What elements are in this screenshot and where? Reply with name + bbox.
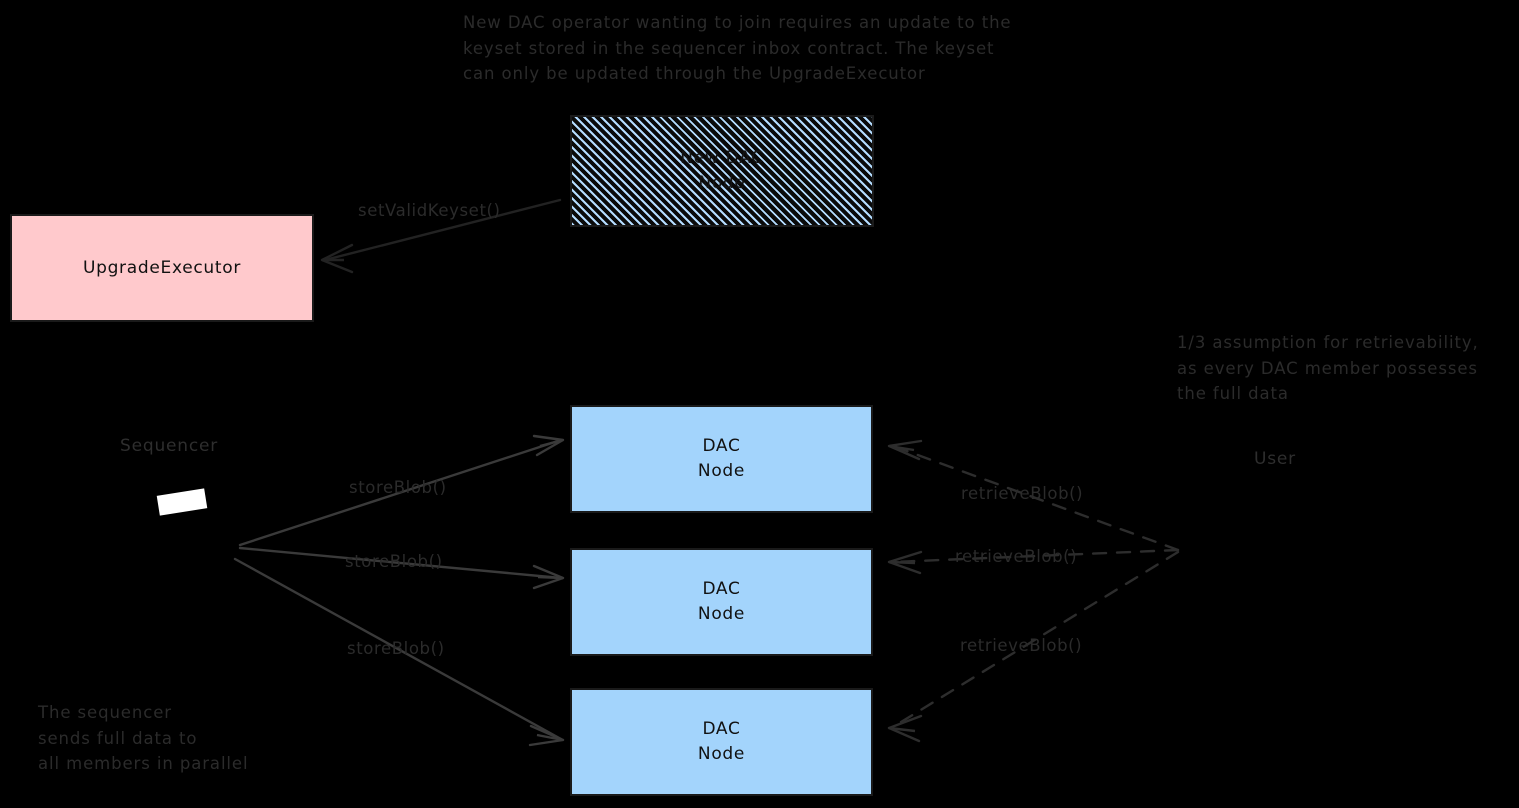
- node-new-dac-node-label: New DAC Node: [680, 148, 764, 193]
- edge-label-retrieve-blob-3: retrieveBlob(): [960, 636, 1083, 655]
- edge-label-store-blob-1: storeBlob(): [349, 478, 447, 497]
- node-dac-node-1-label: DAC Node: [697, 436, 746, 481]
- node-dac-node-1[interactable]: DAC Node: [570, 405, 873, 513]
- note-keyset-update: New DAC operator wanting to join require…: [463, 13, 1012, 83]
- note-sequencer-parallel: The sequencer sends full data to all mem…: [38, 703, 249, 773]
- node-upgrade-executor[interactable]: UpgradeExecutor: [10, 214, 314, 322]
- node-dac-node-2[interactable]: DAC Node: [570, 548, 873, 656]
- edge-label-store-blob-2: storeBlob(): [345, 552, 443, 571]
- sequencer-icon: [156, 488, 208, 516]
- edge-label-set-valid-keyset: setValidKeyset(): [358, 201, 501, 220]
- node-dac-node-3[interactable]: DAC Node: [570, 688, 873, 796]
- note-one-third-assumption: 1/3 assumption for retrievability, as ev…: [1177, 333, 1479, 403]
- edge-label-retrieve-blob-1: retrieveBlob(): [961, 484, 1084, 503]
- actor-label-sequencer: Sequencer: [120, 436, 219, 456]
- node-dac-node-2-label: DAC Node: [697, 579, 746, 624]
- edge-label-retrieve-blob-2: retrieveBlob(): [955, 547, 1078, 566]
- actor-label-user: User: [1254, 449, 1296, 469]
- node-upgrade-executor-label: UpgradeExecutor: [82, 257, 242, 278]
- node-dac-node-3-label: DAC Node: [697, 719, 746, 764]
- edge-label-store-blob-3: storeBlob(): [347, 639, 445, 658]
- node-new-dac-node[interactable]: New DAC Node: [570, 115, 874, 227]
